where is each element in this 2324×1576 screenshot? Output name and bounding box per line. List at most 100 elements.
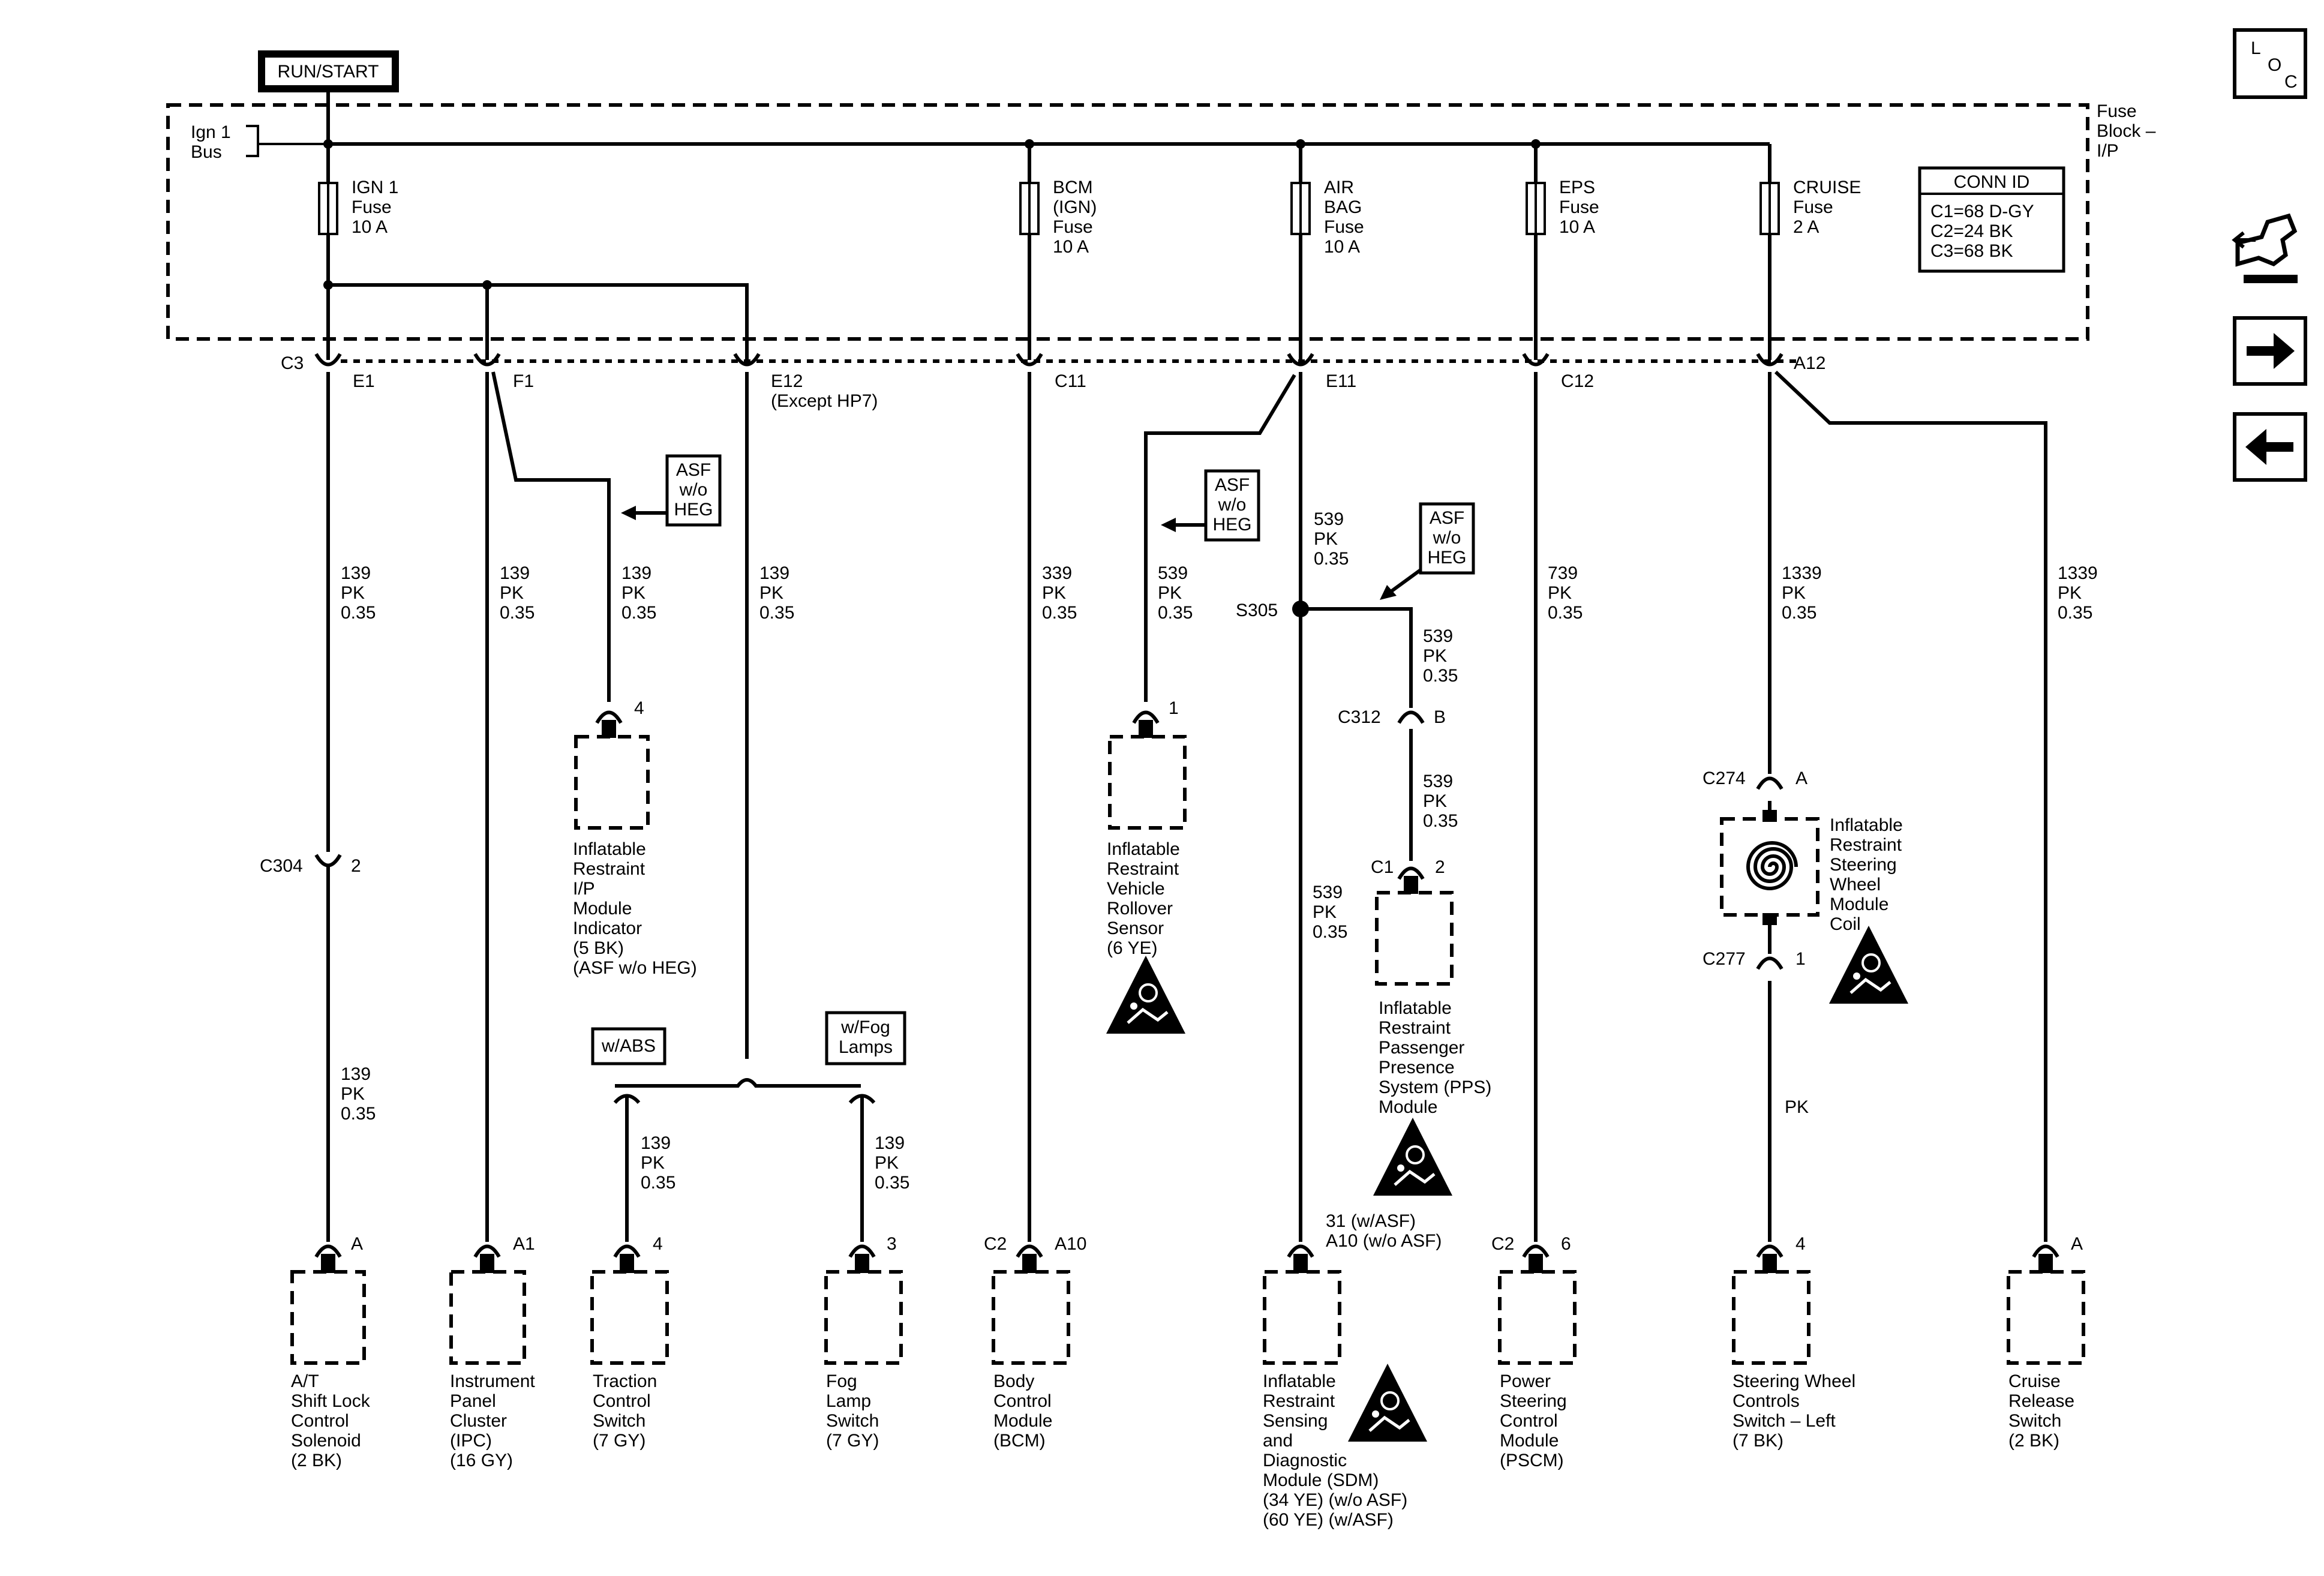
eps-fuse-line-2: Fuse <box>1559 197 1599 217</box>
clockspring-coil-icon <box>1746 841 1798 890</box>
sir-warning-icon <box>1373 1118 1452 1196</box>
fuse-block: Ign 1 Bus Fuse Block – I/P IGN 1 Fuse 10… <box>166 101 2156 360</box>
svg-text:PK: PK <box>1042 583 1066 603</box>
svg-text:0.35: 0.35 <box>1548 603 1583 623</box>
svg-text:A: A <box>351 1234 363 1254</box>
conn-id-row-2: C2=24 BK <box>1930 221 2013 241</box>
svg-text:Fog: Fog <box>826 1371 857 1391</box>
svg-text:C: C <box>2284 72 2298 92</box>
c277-label: C277 <box>1703 949 1746 969</box>
svg-text:1: 1 <box>1169 698 1179 718</box>
location-icon[interactable]: L O C <box>2233 28 2307 99</box>
shift-lock-solenoid: A A/T Shift Lock Control Solenoid (2 BK) <box>290 1234 371 1470</box>
svg-text:Wheel: Wheel <box>1830 875 1881 894</box>
svg-text:0.35: 0.35 <box>1314 549 1349 569</box>
svg-text:539: 539 <box>1314 509 1344 529</box>
svg-text:Switch: Switch <box>593 1411 645 1431</box>
svg-text:HEG: HEG <box>1212 515 1251 535</box>
svg-text:Switch: Switch <box>826 1411 879 1431</box>
wire-label-a12: 1339 PK 0.35 <box>1782 563 1822 623</box>
schematic-navigation-icon[interactable] <box>2232 213 2298 283</box>
svg-text:ASF: ASF <box>1430 508 1464 528</box>
next-arrow-icon[interactable] <box>2233 316 2307 386</box>
conn-id-box: CONN ID C1=68 D-GY C2=24 BK C3=68 BK <box>1918 166 2065 273</box>
sensing-diagnostic-module: 31 (w/ASF) A10 (w/o ASF) Inflatable Rest… <box>1263 1211 1442 1530</box>
svg-text:Restraint: Restraint <box>1263 1391 1335 1411</box>
eps-fuse-line-3: 10 A <box>1559 217 1595 237</box>
svg-text:Traction: Traction <box>593 1371 657 1391</box>
svg-text:(60 YE) (w/ASF): (60 YE) (w/ASF) <box>1263 1510 1394 1530</box>
s305-label: S305 <box>1236 601 1278 620</box>
svg-text:A: A <box>2071 1234 2083 1254</box>
e1-label: E1 <box>353 371 375 391</box>
svg-text:Vehicle: Vehicle <box>1107 879 1165 899</box>
ign1-fuse-line-3: 10 A <box>352 217 388 237</box>
rollover-sensor: 1 Inflatable Restraint Vehicle Rollover … <box>1107 698 1187 958</box>
fog-lamp-switch: 3 Fog Lamp Switch (7 GY) <box>824 1234 903 1451</box>
svg-text:w/o: w/o <box>1218 495 1247 515</box>
inline-connectors: C304 2 C312 B C274 A C277 1 <box>260 707 1807 1104</box>
svg-text:Steering: Steering <box>1830 855 1897 875</box>
svg-text:0.35: 0.35 <box>2058 603 2092 623</box>
svg-text:PK: PK <box>1158 583 1182 603</box>
cruise-fuse-line-3: 2 A <box>1793 217 1819 237</box>
svg-text:C2: C2 <box>984 1234 1007 1254</box>
a12-label: A12 <box>1794 353 1825 373</box>
c12-label: C12 <box>1561 371 1594 391</box>
svg-text:739: 739 <box>1548 563 1578 583</box>
airbag-fuse-line-4: 10 A <box>1324 237 1360 257</box>
svg-text:Control: Control <box>291 1411 349 1431</box>
svg-text:0.35: 0.35 <box>1423 811 1458 831</box>
cruise-fuse-line-2: Fuse <box>1793 197 1833 217</box>
wire-label-s305-pps: 539 PK 0.35 <box>1423 626 1458 686</box>
fuse-block-name-2: Block – <box>2097 121 2156 141</box>
airbag-fuse-line-2: BAG <box>1324 197 1362 217</box>
svg-text:(2 BK): (2 BK) <box>2008 1431 2059 1451</box>
previous-arrow-icon[interactable] <box>2233 412 2307 482</box>
c312-label: C312 <box>1338 707 1381 727</box>
conn-id-row-1: C1=68 D-GY <box>1930 202 2034 221</box>
bcm-fuse-line-2: (IGN) <box>1053 197 1097 217</box>
wire-label-traction: 139 PK 0.35 <box>641 1133 675 1193</box>
wire-labels: 139 PK 0.35 139 PK 0.35 139 PK 0.35 139 … <box>341 509 2098 1193</box>
svg-text:Rollover: Rollover <box>1107 899 1173 918</box>
svg-text:PK: PK <box>759 583 783 603</box>
svg-text:Module: Module <box>573 899 632 918</box>
svg-text:139: 139 <box>875 1133 905 1153</box>
svg-text:Restraint: Restraint <box>1107 859 1179 879</box>
ign1-fuse-line-2: Fuse <box>352 197 392 217</box>
svg-text:Presence: Presence <box>1379 1058 1455 1077</box>
svg-text:0.35: 0.35 <box>1313 922 1347 942</box>
svg-text:Body: Body <box>993 1371 1034 1391</box>
eps-fuse: EPS Fuse 10 A <box>1526 144 1599 360</box>
svg-text:Steering: Steering <box>1500 1391 1567 1411</box>
steering-wheel-controls-switch: 4 Steering Wheel Controls Switch – Left … <box>1732 1234 1855 1451</box>
wire-label-ip-indicator: 139 PK 0.35 <box>621 563 656 623</box>
asf-option-box-2: ASF w/o HEG <box>1161 469 1260 542</box>
c274-pin: A <box>1795 769 1807 788</box>
body-control-module: C2 A10 Body Control Module (BCM) <box>984 1234 1086 1451</box>
wire-label-f1: 139 PK 0.35 <box>500 563 535 623</box>
svg-text:PK: PK <box>341 583 365 603</box>
wire-label-c312-pps: 539 PK 0.35 <box>1423 772 1458 831</box>
wire-label-cruise-release: 1339 PK 0.35 <box>2058 563 2098 623</box>
wire-label-sdm: 539 PK 0.35 <box>1313 882 1347 942</box>
svg-text:Lamp: Lamp <box>826 1391 871 1411</box>
e12-label: E12 <box>771 371 803 391</box>
svg-text:Control: Control <box>993 1391 1052 1411</box>
svg-text:Sensing: Sensing <box>1263 1411 1328 1431</box>
svg-text:Shift Lock: Shift Lock <box>291 1391 371 1411</box>
wire-label-fog: 139 PK 0.35 <box>875 1133 909 1193</box>
ip-module-indicator: 4 Inflatable Restraint I/P Module Indica… <box>573 698 697 978</box>
svg-text:(7 GY): (7 GY) <box>593 1431 645 1451</box>
svg-text:0.35: 0.35 <box>759 603 794 623</box>
svg-text:Lamps: Lamps <box>839 1037 893 1057</box>
svg-text:PK: PK <box>1782 583 1806 603</box>
wire-label-c12: 739 PK 0.35 <box>1548 563 1583 623</box>
svg-text:Power: Power <box>1500 1371 1551 1391</box>
svg-text:Inflatable: Inflatable <box>1263 1371 1336 1391</box>
svg-text:539: 539 <box>1423 772 1453 791</box>
svg-text:(7 GY): (7 GY) <box>826 1431 879 1451</box>
svg-text:(ASF w/o HEG): (ASF w/o HEG) <box>573 958 697 978</box>
